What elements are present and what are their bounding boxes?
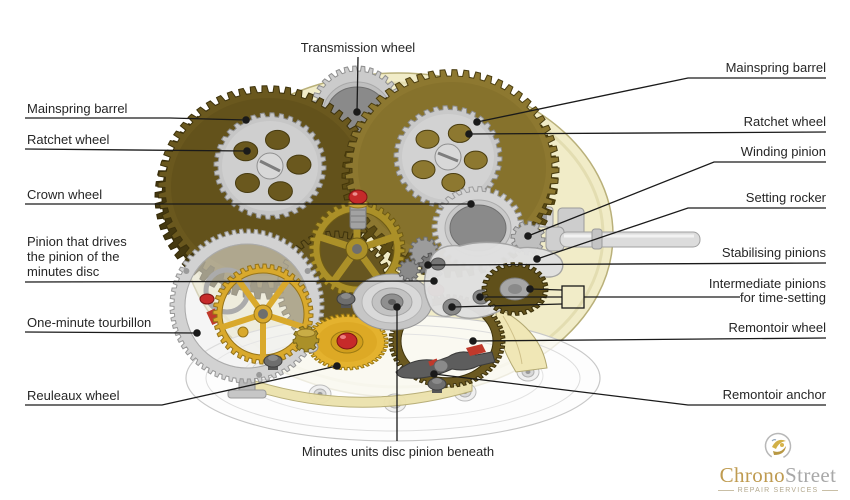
line-tourbillon-dot xyxy=(193,329,201,337)
line-mainspring-right-dot xyxy=(473,118,481,126)
line-winding-pinion xyxy=(527,161,826,237)
bolts xyxy=(263,292,447,393)
line-ratchet-left-dot xyxy=(243,147,251,155)
label-stabilising-pinions: Stabilising pinions xyxy=(721,245,826,260)
lantern-pinion xyxy=(292,325,320,353)
remontoir-anchor xyxy=(395,344,496,379)
label-ratchet-wheel-left: Ratchet wheel xyxy=(27,132,110,147)
label-mainspring-barrel-right: Mainspring barrel xyxy=(725,60,826,75)
minutes-bearing xyxy=(351,273,433,331)
chronostreet-logo: ChronoStreet Repair Services xyxy=(708,430,848,494)
label-minutes-units-disc: Minutes units disc pinion beneath xyxy=(301,444,495,459)
jewel-post xyxy=(347,189,369,230)
centre-brass-wheel xyxy=(308,200,406,298)
line-ratchet-right-dot xyxy=(465,130,473,138)
line-tourbillon xyxy=(24,331,198,334)
label-intermediate-pinions-line1: Intermediate pinions xyxy=(708,276,826,291)
label-intermediate-pinions-line2: for time-setting xyxy=(740,290,826,305)
label-remontoir-wheel: Remontoir wheel xyxy=(728,320,826,335)
line-reuleaux-dot xyxy=(333,362,341,370)
label-ratchet-wheel-right: Ratchet wheel xyxy=(743,114,826,129)
one-minute-tourbillon xyxy=(169,228,325,399)
line-transmission-wheel-dot xyxy=(353,108,361,116)
intermediate-pinions-bracket xyxy=(561,285,585,309)
tagline-rule-right xyxy=(822,490,839,491)
callout-lines xyxy=(24,56,827,441)
label-setting-rocker: Setting rocker xyxy=(745,190,826,205)
label-transmission-wheel: Transmission wheel xyxy=(300,40,416,55)
line-stabilising-dot xyxy=(424,261,432,269)
winding-stem xyxy=(545,226,701,252)
logo-tagline-row: Repair Services xyxy=(708,487,848,494)
label-winding-pinion: Winding pinion xyxy=(740,144,826,159)
line-remontoir-wheel xyxy=(472,337,827,342)
logo-text-chrono: Chrono xyxy=(719,463,785,487)
line-mainspring-left-dot xyxy=(242,116,250,124)
line-minutes-units-dot xyxy=(393,303,401,311)
label-one-minute-tourbillon: One-minute tourbillon xyxy=(27,315,152,330)
line-setting-rocker xyxy=(536,207,826,260)
line-ratchet-left xyxy=(24,148,248,152)
line-reuleaux xyxy=(25,365,338,406)
line-ratchet-right xyxy=(468,131,827,135)
line-remontoir-anchor-dot xyxy=(430,370,438,378)
line-remontoir-wheel-dot xyxy=(469,337,477,345)
line-intermediate-a xyxy=(530,288,563,291)
line-mainspring-left xyxy=(25,117,247,121)
line-transmission-wheel xyxy=(356,56,359,113)
label-pinion-that-drives-line3: minutes disc xyxy=(27,264,100,279)
dial-arc xyxy=(251,379,473,408)
line-crown-wheel-dot xyxy=(467,200,475,208)
label-remontoir-anchor: Remontoir anchor xyxy=(722,387,826,402)
line-intermediate-c xyxy=(452,303,563,308)
intermediate-pinion-gear xyxy=(481,262,549,316)
label-pinion-that-drives: Pinion that drives the pinion of the min… xyxy=(27,234,127,279)
line-intermediate-c-dot xyxy=(448,303,456,311)
label-pinion-that-drives-line1: Pinion that drives xyxy=(27,234,127,249)
line-winding-pinion-dot xyxy=(524,232,532,240)
logo-text-street: Street xyxy=(785,463,837,487)
logo-tagline: Repair Services xyxy=(737,487,819,494)
label-reuleaux-wheel: Reuleaux wheel xyxy=(27,388,120,403)
line-remontoir-anchor xyxy=(433,373,826,406)
line-stabilising xyxy=(427,262,827,266)
line-intermediate-a-dot xyxy=(526,285,534,293)
reuleaux-wheel xyxy=(303,313,389,371)
line-pinion-drives xyxy=(24,280,435,283)
label-mainspring-barrel-left: Mainspring barrel xyxy=(27,101,128,116)
tagline-rule-left xyxy=(717,490,734,491)
line-pinion-drives-dot xyxy=(430,277,438,285)
line-setting-rocker-dot xyxy=(533,255,541,263)
label-intermediate-pinions: Intermediate pinions for time-setting xyxy=(709,277,826,305)
label-crown-wheel: Crown wheel xyxy=(27,187,103,202)
chronostreet-emblem-icon xyxy=(764,432,792,460)
label-pinion-that-drives-line2: the pinion of the xyxy=(27,249,120,264)
line-intermediate-b-dot xyxy=(476,293,484,301)
logo-wordmark: ChronoStreet xyxy=(708,464,848,486)
line-mainspring-right xyxy=(476,77,826,123)
